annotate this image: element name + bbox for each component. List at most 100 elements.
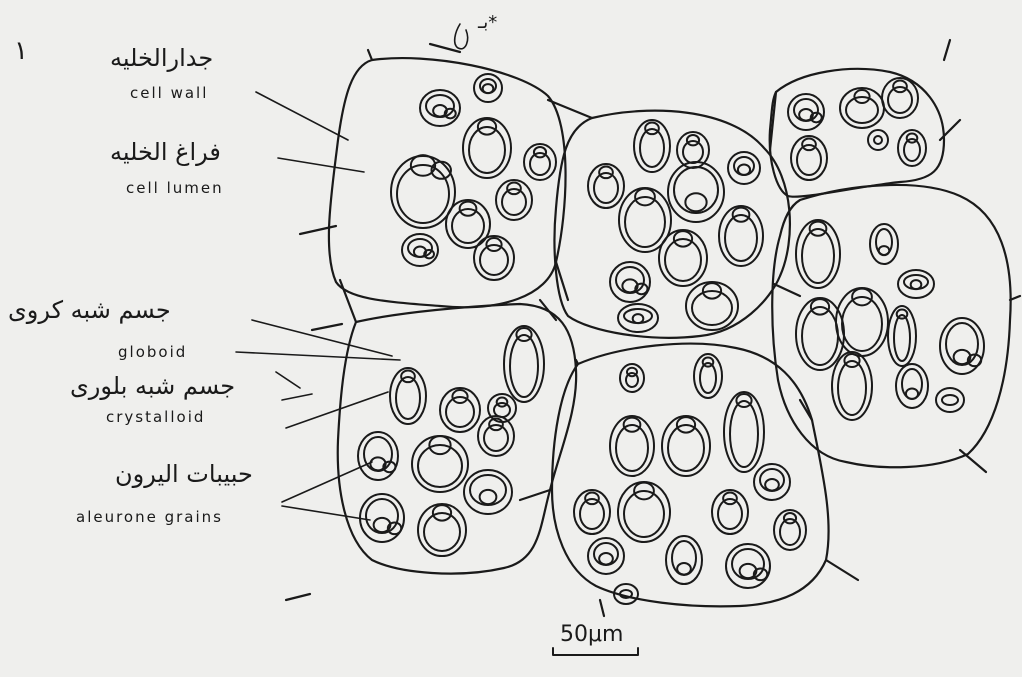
aleurone-grain xyxy=(358,432,398,480)
aleurone-grain xyxy=(402,234,438,266)
aleurone-grain xyxy=(788,94,824,130)
aleurone-grain xyxy=(836,288,888,356)
grain-membrane xyxy=(868,130,888,150)
crystalloid-body xyxy=(946,323,978,365)
aleurone-grain xyxy=(504,326,544,402)
grain-membrane xyxy=(836,288,888,356)
aleurone-grain xyxy=(940,318,984,374)
label-cell-wall-arabic: جدارالخليه xyxy=(110,44,213,72)
crystalloid-body xyxy=(480,245,508,275)
crystalloid-body xyxy=(942,395,958,405)
crystalloid-body xyxy=(594,543,618,565)
aleurone-grain xyxy=(391,155,455,228)
leader-line xyxy=(256,92,348,140)
globoid-body xyxy=(906,389,918,399)
crystalloid-body xyxy=(888,87,912,113)
wall-junction xyxy=(944,40,950,60)
crystalloid-body xyxy=(730,401,758,467)
crystalloid-body xyxy=(802,229,834,283)
label-globoid: globoid xyxy=(118,343,187,361)
crystalloid-body xyxy=(802,307,838,365)
aleurone-grain xyxy=(832,352,872,420)
crystalloid-body xyxy=(530,153,550,175)
aleurone-grain xyxy=(524,144,556,180)
aleurone-grain xyxy=(796,220,840,288)
aleurone-grain xyxy=(882,78,918,118)
globoid-body xyxy=(879,246,890,255)
globoid-body xyxy=(911,280,922,289)
aleurone-grain xyxy=(610,416,654,476)
aleurone-grain xyxy=(588,538,624,574)
grain-membrane xyxy=(418,504,466,556)
crystalloid-body xyxy=(452,209,484,243)
wall-junction xyxy=(960,450,986,472)
globoid-body xyxy=(483,84,494,93)
wall-junction xyxy=(540,300,556,320)
aleurone-grain xyxy=(726,544,770,588)
aleurone-grain xyxy=(840,88,884,128)
crystalloid-body xyxy=(494,403,510,417)
aleurone-grain xyxy=(719,206,763,266)
aleurone-grain xyxy=(659,230,707,286)
scale-bar-label: 50μm xyxy=(560,622,623,647)
scale-bar-line xyxy=(553,648,638,655)
globoid-body xyxy=(685,193,706,211)
label-cell-lumen-arabic: فراغ الخليه xyxy=(110,138,221,166)
top-squiggle xyxy=(455,24,468,49)
globoid-body xyxy=(599,553,613,565)
crystalloid-body xyxy=(734,157,754,175)
aleurone-grain xyxy=(662,416,710,476)
globoid-body xyxy=(480,490,497,504)
aleurone-grain xyxy=(464,470,512,514)
crystalloid-body xyxy=(396,377,420,419)
leader-line xyxy=(276,372,300,388)
label-cell-wall: cell wall xyxy=(130,84,208,102)
crystalloid-body xyxy=(424,513,460,551)
leader-line xyxy=(286,392,388,428)
crystalloid-body xyxy=(874,136,882,144)
grain-membrane xyxy=(686,282,738,330)
crystalloid-body xyxy=(683,141,703,163)
crystalloid-body xyxy=(502,189,526,215)
aleurone-grain xyxy=(694,354,722,398)
crystalloid-body xyxy=(624,491,664,537)
crystalloid-body xyxy=(794,99,818,121)
crystalloid-body xyxy=(426,95,454,117)
leader-line xyxy=(282,506,370,520)
crystalloid-body xyxy=(665,239,701,281)
aleurone-grain xyxy=(888,306,916,366)
aleurone-grain xyxy=(791,136,827,180)
label-aleurone-grains-arabic: حبيبات اليرون xyxy=(115,460,253,488)
aleurone-grain xyxy=(754,464,790,500)
aleurone-grain xyxy=(686,282,738,330)
aleurone-grain xyxy=(474,74,502,102)
aleurone-grain xyxy=(620,364,644,392)
crystalloid-body xyxy=(672,541,696,575)
globoid-body xyxy=(765,479,779,491)
aleurone-grain xyxy=(496,180,532,220)
aleurone-grain xyxy=(474,236,514,280)
leader-lines xyxy=(236,92,400,520)
aleurone-grain xyxy=(588,164,624,208)
wall-junction xyxy=(774,284,800,296)
crystalloid-body xyxy=(624,309,652,323)
wall-junction xyxy=(520,490,550,500)
aleurone-grain xyxy=(440,388,480,432)
wall-junction xyxy=(368,50,372,60)
wall-junction xyxy=(826,560,858,580)
wall-junction xyxy=(340,280,356,322)
leader-line xyxy=(278,158,364,172)
wall-junction xyxy=(600,600,604,616)
crystalloid-body xyxy=(484,425,508,451)
aleurone-grain xyxy=(478,416,514,456)
leader-line xyxy=(252,320,392,356)
crystalloid-body xyxy=(510,335,538,397)
grain-membrane xyxy=(936,388,964,412)
label-aleurone-grains: aleurone grains xyxy=(76,508,223,526)
label-globoid-arabic: جسم شبه كروى xyxy=(8,296,171,324)
aleurone-grain xyxy=(898,130,926,166)
crystalloid-body xyxy=(397,165,449,223)
aleurone-grain xyxy=(774,510,806,550)
aleurone-grain xyxy=(446,200,490,248)
aleurone-grain xyxy=(668,162,724,222)
